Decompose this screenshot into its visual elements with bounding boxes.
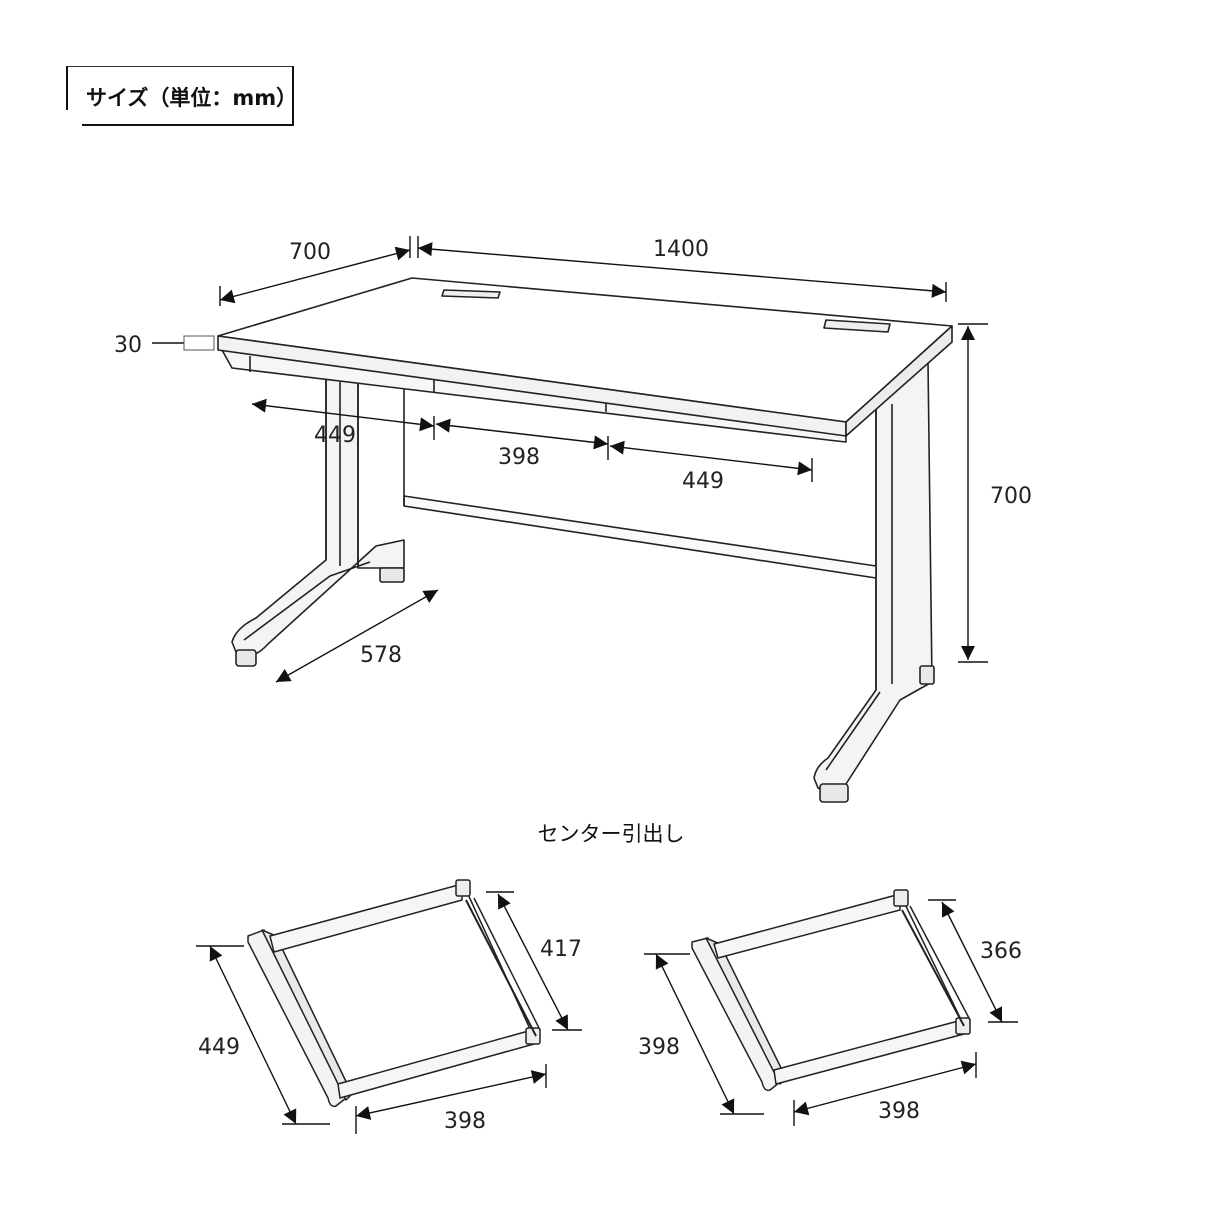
center-drawer-449 xyxy=(247,879,541,1108)
center-drawer-heading: センター引出し xyxy=(537,822,685,846)
desk-dimensions xyxy=(152,236,988,683)
cable-port-right xyxy=(823,319,891,333)
dim-desk-height: 700 xyxy=(990,484,1032,509)
dim-drawer-center: 398 xyxy=(498,445,540,470)
dim-leg-depth: 578 xyxy=(360,643,402,668)
center-drawer-398 xyxy=(691,889,971,1092)
desk-top xyxy=(217,277,953,437)
page-title: サイズ（単位：mm） xyxy=(86,86,298,110)
cable-port-left xyxy=(441,289,501,299)
dim-drawer1-side: 449 xyxy=(198,1035,240,1060)
dim-desk-depth: 700 xyxy=(289,240,331,265)
drawer-2-dimensions xyxy=(644,899,1018,1126)
thickness-marker xyxy=(183,335,215,351)
dim-drawer1-back: 417 xyxy=(540,937,582,962)
dim-drawer2-side: 398 xyxy=(638,1035,680,1060)
dim-top-thickness: 30 xyxy=(114,333,142,358)
desk-right-leg xyxy=(813,361,935,803)
dim-drawer2-back: 366 xyxy=(980,939,1022,964)
dim-desk-width: 1400 xyxy=(653,237,709,262)
title-frame xyxy=(66,66,294,126)
dim-drawer-left: 449 xyxy=(314,423,356,448)
dim-drawer-right: 449 xyxy=(682,469,724,494)
drawer-1-dimensions xyxy=(196,891,582,1134)
dim-drawer1-front: 398 xyxy=(444,1109,486,1134)
desk-left-leg xyxy=(231,377,405,667)
dim-drawer2-front: 398 xyxy=(878,1099,920,1124)
desk-illustration xyxy=(217,277,953,803)
